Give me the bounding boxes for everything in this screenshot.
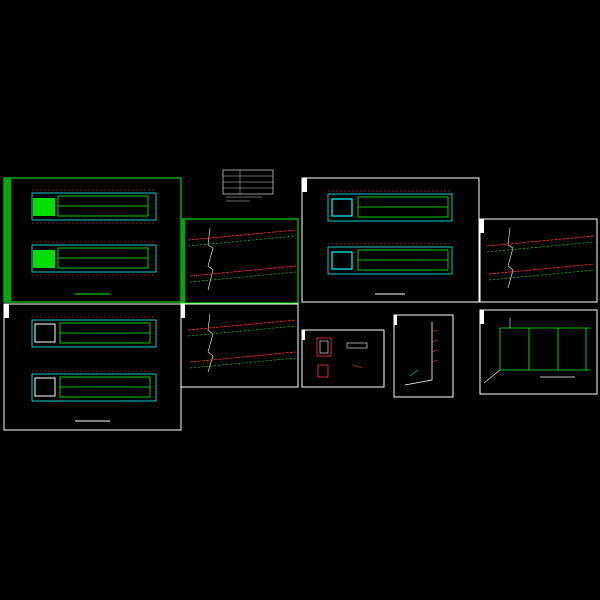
floor-plan-upper: [31, 189, 157, 224]
floor-plan-lower: [31, 241, 157, 276]
floor-plan-lower-2: [327, 243, 453, 275]
sheet-system-1[interactable]: [180, 218, 299, 304]
sheet-system-2[interactable]: [479, 218, 598, 303]
sheet-system-3[interactable]: [180, 303, 299, 388]
floor-plan-upper-3: [31, 316, 157, 348]
sheet-riser-1[interactable]: [393, 314, 454, 398]
sheet-plan-2[interactable]: [301, 177, 480, 303]
sheet-detail-1[interactable]: [301, 329, 385, 388]
floor-plan-upper-2: [327, 190, 453, 222]
sheet-plan-3[interactable]: [3, 303, 182, 431]
floor-plan-lower-3: [31, 370, 157, 402]
sheet-riser-2[interactable]: [479, 309, 598, 395]
sheet-plan-1[interactable]: [3, 177, 182, 303]
sheet-legend-table[interactable]: [222, 169, 274, 202]
